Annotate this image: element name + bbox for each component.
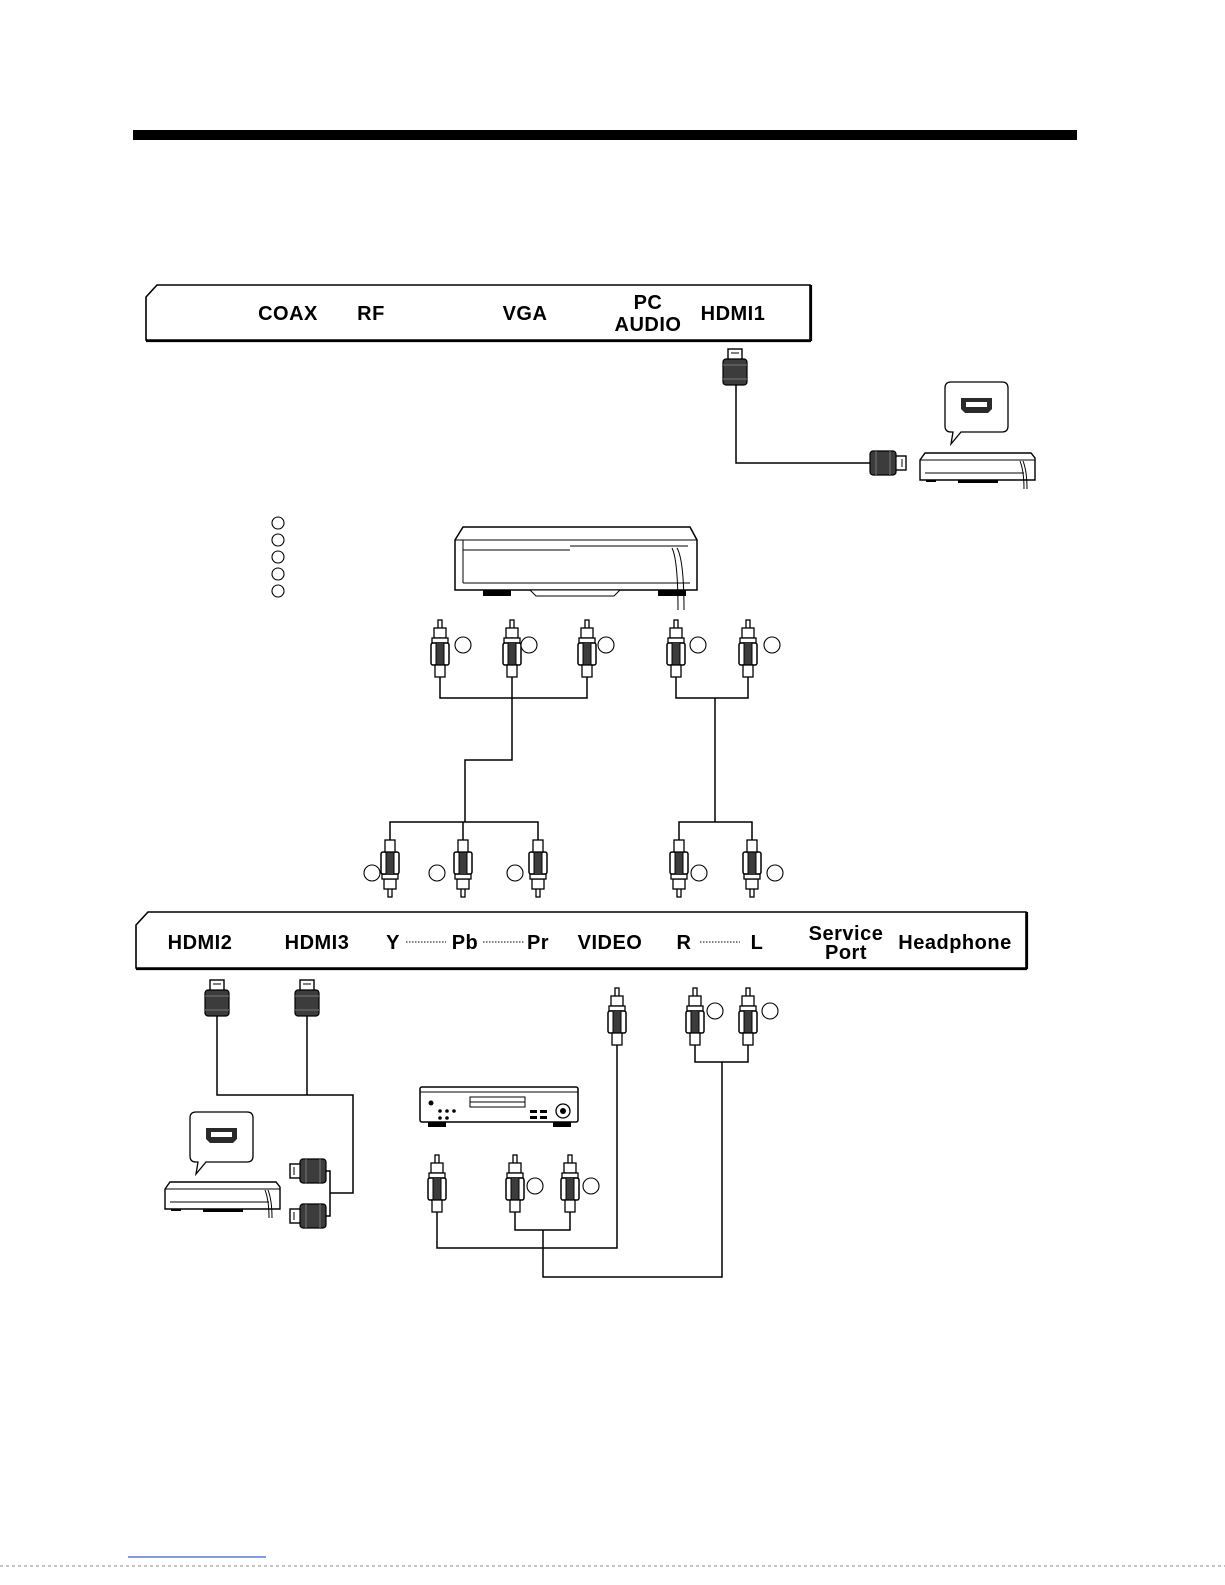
rca-plug-icon [431,620,449,677]
headphone-port-label: Headphone [898,932,1011,954]
vga-port-label: VGA [503,303,548,325]
audio-l-port-label: L [751,932,764,954]
set-top-box-icon [920,453,1035,489]
hdmi-plug-icon [205,980,229,1016]
rca-plug-icon [739,988,757,1045]
hdmi-plug-icon [290,1204,326,1228]
component-video-cable [390,822,538,840]
hdmi-cable-junction [326,1171,330,1216]
header-rule [133,130,1077,140]
y-port-label: Y [386,932,400,954]
bottom-connector-panel: HDMI2 HDMI3 Y Pb Pr VIDEO R L Service Po… [136,912,1027,969]
plug-marker-circle [767,865,783,881]
rf-port-label: RF [357,303,385,325]
plug-marker-circle [598,637,614,653]
plug-marker-circle [521,637,537,653]
hdmi-port-callout-icon [190,1112,253,1174]
component-audio-cable [679,822,752,840]
rca-plug-icon [428,1155,446,1212]
coax-port-label: COAX [258,303,318,325]
av-video-cable [437,1045,617,1248]
rca-plug-icon [686,988,704,1045]
hdmi-plug-icon [723,349,747,385]
service-port-label-line2: Port [825,942,867,964]
rca-plug-icon [578,620,596,677]
component-audio-cable [676,677,748,698]
av-audio-cable [695,1045,748,1062]
pb-port-label: Pb [452,932,479,954]
legend-circle [272,551,284,563]
legend-circle [272,517,284,529]
av-audio-cable [515,1212,570,1230]
hdmi-port-callout-icon [945,382,1008,444]
plug-marker-circle [527,1178,543,1194]
rca-plug-icon [667,620,685,677]
hdmi-plug-icon [870,451,906,475]
plug-marker-circle [583,1178,599,1194]
rca-plug-icon [670,840,688,897]
hdmi-plug-icon [295,980,319,1016]
rca-plug-icon [608,988,626,1045]
audio-r-port-label: R [677,932,692,954]
dvd-player-icon [420,1087,578,1127]
hdmi2-port-label: HDMI2 [168,932,233,954]
legend-circle [272,534,284,546]
top-connector-panel: COAX RF VGA PC AUDIO HDMI1 [146,285,811,341]
plug-marker-circle [429,865,445,881]
rca-plug-icon [454,840,472,897]
plug-marker-circle [762,1003,778,1019]
hdmi1-cable [736,385,870,463]
plug-marker-circle [764,637,780,653]
set-top-box-icon [165,1182,280,1218]
hdmi1-port-label: HDMI1 [701,303,766,325]
plug-marker-circle [507,865,523,881]
legend-circles [272,517,284,597]
rca-plug-icon [506,1155,524,1212]
plug-marker-circle [691,865,707,881]
pr-port-label: Pr [527,932,549,954]
plug-marker-circle [455,637,471,653]
plug-marker-circle [690,637,706,653]
plug-marker-circle [364,865,380,881]
rca-plug-icon [503,620,521,677]
hdmi2-cable [217,1016,353,1193]
rca-plug-icon [739,620,757,677]
rca-plug-icon [743,840,761,897]
plug-marker-circle [707,1003,723,1019]
legend-circle [272,568,284,580]
component-source-icon [455,527,697,610]
pc-audio-label-line2: AUDIO [615,314,682,336]
rca-plug-icon [529,840,547,897]
rca-plug-icon [381,840,399,897]
pc-audio-label-line1: PC [634,292,663,314]
legend-circle [272,585,284,597]
rca-plug-icon [561,1155,579,1212]
component-video-cable [440,677,587,698]
hdmi-plug-icon [290,1159,326,1183]
video-port-label: VIDEO [578,932,643,954]
hdmi3-port-label: HDMI3 [285,932,350,954]
